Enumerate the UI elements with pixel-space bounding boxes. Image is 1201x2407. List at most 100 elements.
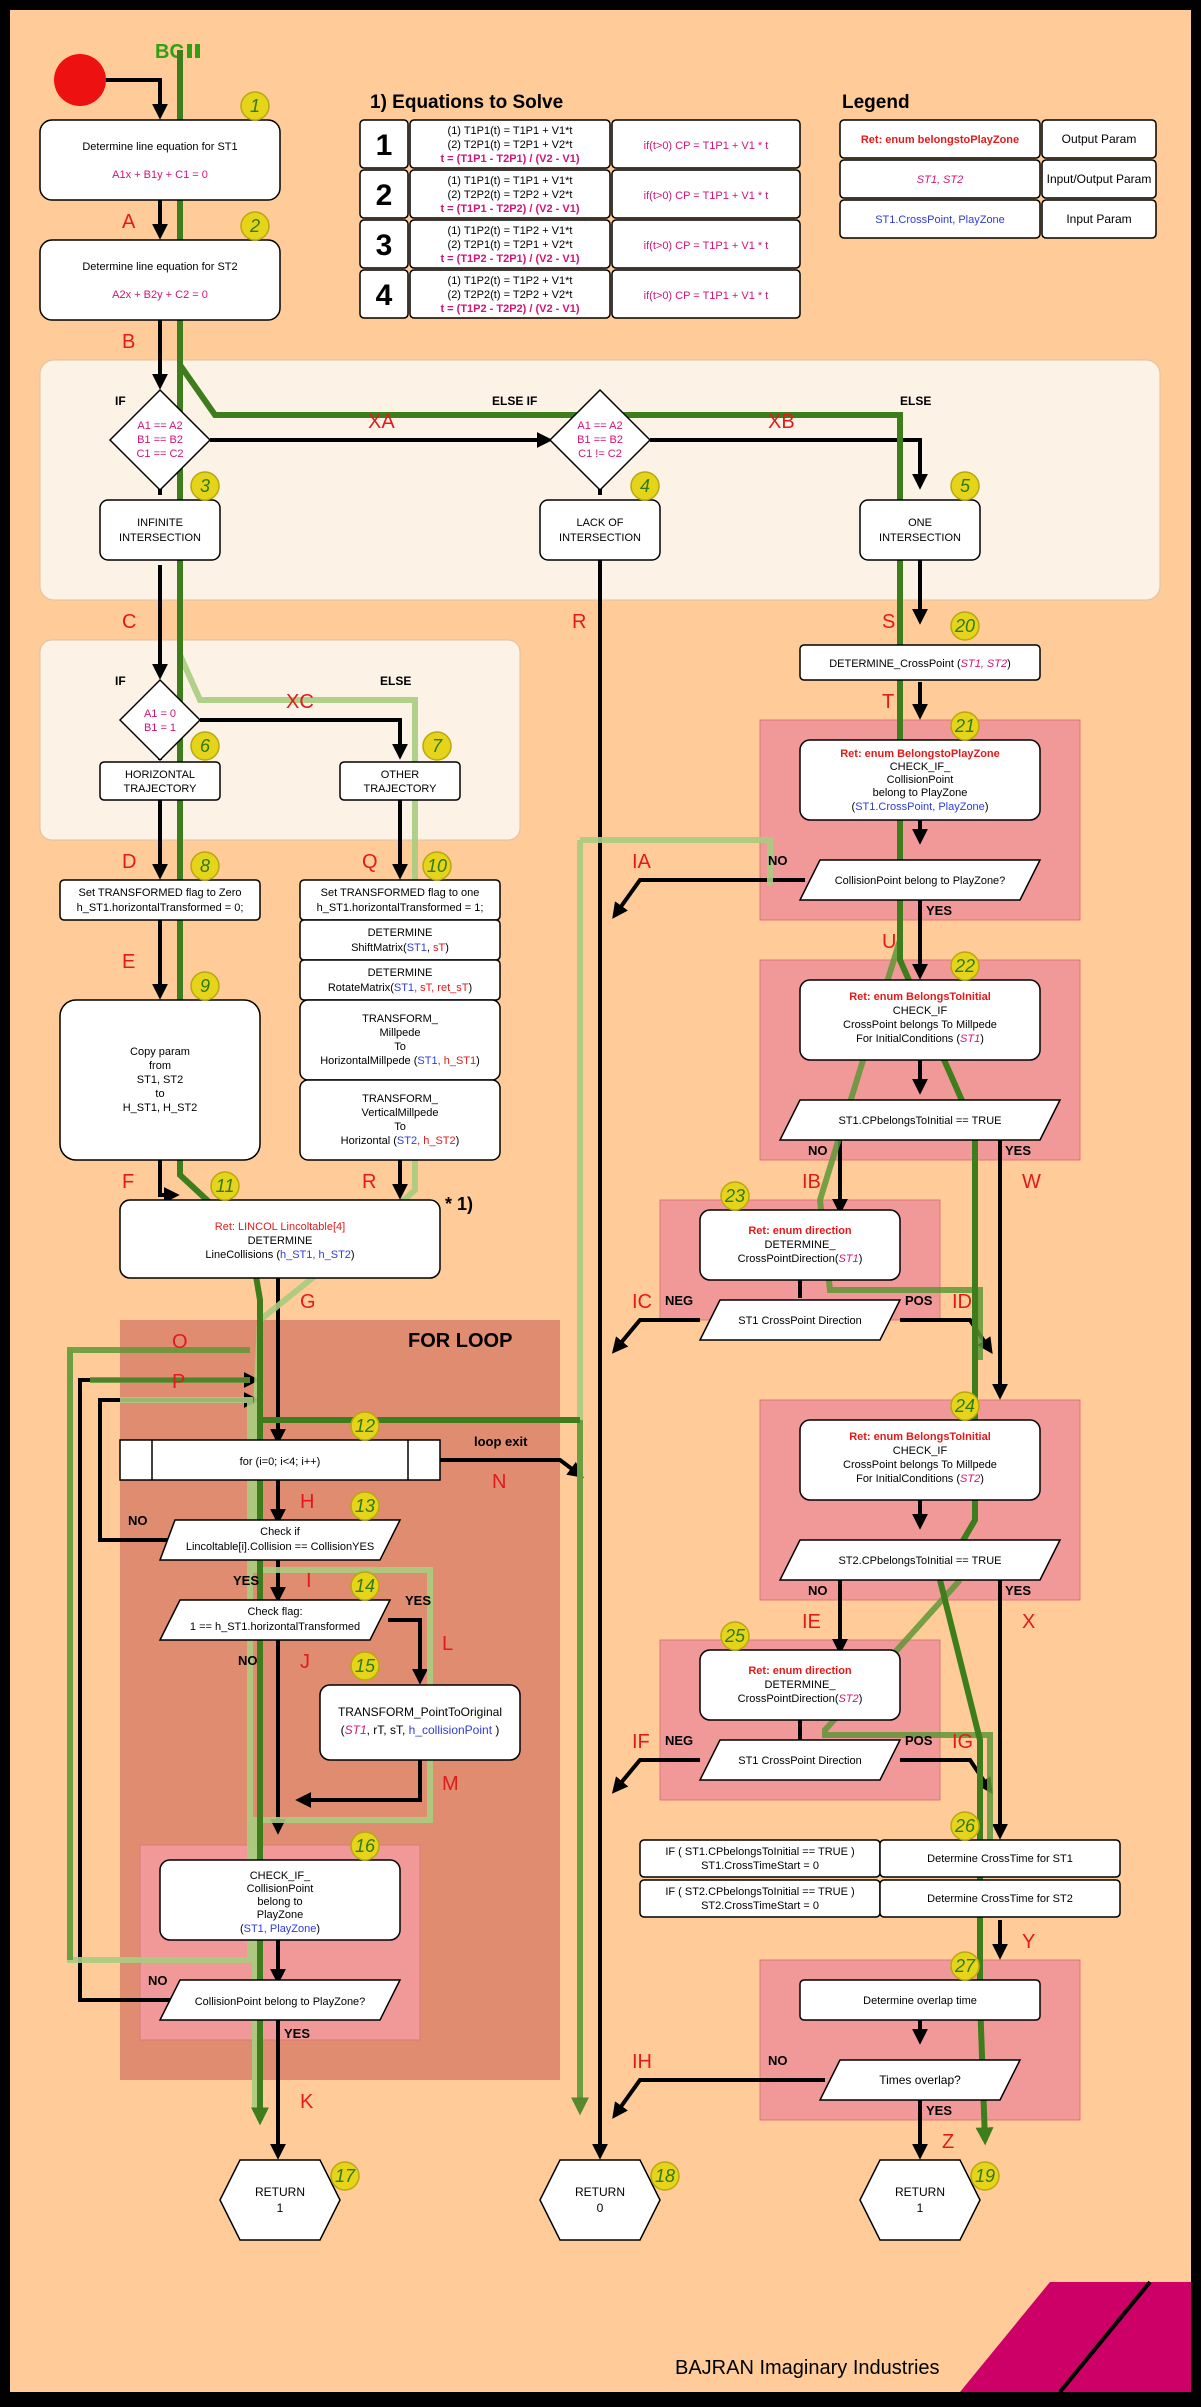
step-5-box[interactable] [859, 499, 981, 561]
step-3-box[interactable] [99, 499, 221, 561]
equation-number-2: 2 [376, 179, 393, 212]
step-20-a1: ST1, ST2 [961, 658, 1007, 670]
decision-22[interactable] [778, 1099, 1062, 1141]
step-9-box[interactable] [59, 999, 261, 1161]
decision-13[interactable] [158, 1519, 402, 1561]
return-19-l1: RETURN [895, 2185, 945, 2199]
step-badge-number: 22 [954, 956, 975, 976]
step-badge-3: 3 [190, 471, 220, 501]
branch-words: NO YES YES NO NO YES NO YES NO YES NEG P… [128, 853, 1031, 2118]
step-15-a2: , rT, sT, [367, 1723, 409, 1737]
return-19[interactable] [859, 2159, 981, 2241]
return-18[interactable] [539, 2159, 661, 2241]
step-21-box[interactable] [799, 739, 1041, 821]
decision-infinite[interactable] [108, 388, 212, 492]
step-badge-number: 24 [954, 1396, 975, 1416]
decision-23[interactable] [698, 1299, 902, 1341]
step-23-box[interactable] [699, 1209, 901, 1281]
step-25-fn: CrossPointDirection( [738, 1693, 839, 1705]
step-badge-circle [350, 1651, 380, 1681]
step-4-box[interactable] [539, 499, 661, 561]
step-badge-circle [422, 731, 452, 761]
start-node [54, 54, 106, 106]
return-19-l2: 1 [917, 2201, 924, 2215]
step-6-box[interactable] [99, 761, 221, 801]
decision-16[interactable] [158, 1979, 402, 2021]
transform-vertical-fn: Horizontal ( [341, 1135, 398, 1147]
step-badge-number: 3 [200, 476, 210, 496]
step-badge-circle [350, 1411, 380, 1441]
step-24-l2: CrossPoint belongs To Millpede [843, 1459, 997, 1471]
decision-25[interactable] [698, 1739, 902, 1781]
step-badge-21: 21 [950, 711, 980, 741]
decision-horizontal[interactable] [118, 678, 202, 762]
execution-paths [67, 50, 994, 2146]
step-15-box[interactable] [319, 1684, 521, 1761]
step-badge-number: 23 [724, 1186, 745, 1206]
decision-24[interactable] [778, 1539, 1062, 1581]
step-12-loop-box[interactable] [119, 1439, 441, 1481]
rotate-matrix-box[interactable] [299, 959, 501, 1001]
step-27-box[interactable] [799, 1979, 1041, 2021]
step-badge-number: 2 [249, 216, 260, 236]
decision-lack-l1: A1 == A2 [577, 420, 622, 432]
step-20-box[interactable] [799, 644, 1041, 681]
step-badge-number: 25 [724, 1626, 746, 1646]
step-badge-circle [950, 611, 980, 641]
decision-lack[interactable] [548, 388, 652, 492]
branch-25-pos: POS [905, 1733, 933, 1748]
edge-label-X: X [1022, 1611, 1035, 1633]
branch-23-neg: NEG [665, 1293, 693, 1308]
step-21-a1: ST1.CrossPoint, PlayZone [855, 801, 985, 813]
step-25-l2: CrossPointDirection(ST2) [738, 1693, 863, 1705]
equation-1-line-2: (2) T2P1(t) = T2P1 + V2*t [448, 139, 573, 151]
edge-label-D: D [122, 851, 136, 873]
step-25-box[interactable] [699, 1649, 901, 1721]
legend-desc-box-1 [1041, 119, 1157, 159]
legend: Ret: enum belongstoPlayZone Output Param… [839, 119, 1157, 239]
transform-vertical-box[interactable] [299, 1079, 501, 1161]
edge-label-H: H [300, 1491, 314, 1513]
decision-14[interactable] [158, 1599, 392, 1641]
edge-label-R-2: R [572, 611, 586, 633]
edge-label-XC: XC [286, 691, 314, 713]
step-8-box[interactable] [59, 879, 261, 921]
branch-23-pos: POS [905, 1293, 933, 1308]
step-badge-18: 18 [650, 2161, 680, 2191]
decision-27[interactable] [818, 2059, 1022, 2101]
equation-row-4: 4 (1) T1P2(t) = T1P2 + V1*t (2) T2P2(t) … [359, 269, 801, 319]
decision-horizontal-l2: B1 = 1 [144, 722, 176, 734]
step-26-crosstime-st1-text: Determine CrossTime for ST1 [927, 1853, 1073, 1865]
step-22-box[interactable] [799, 979, 1041, 1061]
step-badge-20: 20 [950, 611, 980, 641]
shift-matrix-box[interactable] [299, 919, 501, 961]
edge-label-IE: IE [802, 1611, 821, 1633]
transform-millpede-l4: HorizontalMillpede (ST1, h_ST1) [320, 1055, 480, 1067]
step-badge-circle [350, 1831, 380, 1861]
decision-21[interactable] [798, 859, 1042, 901]
step-badge-24: 24 [950, 1391, 980, 1421]
arrow-d27-no [612, 2078, 825, 2119]
equation-row-3: 3 (1) T1P2(t) = T1P2 + V1*t (2) T2P1(t) … [359, 219, 801, 269]
step-11-box[interactable] [119, 1199, 441, 1279]
step-6-l2: TRAJECTORY [124, 783, 198, 795]
step-10-box[interactable] [299, 879, 501, 921]
step-badge-circle [190, 731, 220, 761]
return-17[interactable] [219, 2159, 341, 2241]
step-24-box[interactable] [799, 1419, 1041, 1501]
step-7-box[interactable] [339, 761, 461, 801]
step-1-box[interactable] [39, 119, 281, 201]
decision-13-l1: Check if [260, 1526, 301, 1538]
step-26-crosstime-st1[interactable] [879, 1839, 1121, 1878]
equation-cp-3: if(t>0) CP = T1P1 + V1 * t [644, 240, 769, 252]
step-26-crosstime-st2[interactable] [879, 1879, 1121, 1918]
edge-label-B: B [122, 331, 135, 353]
step-2-box[interactable] [39, 239, 281, 321]
step-16-box[interactable] [159, 1859, 401, 1941]
step-1-title: Determine line equation for ST1 [82, 141, 237, 153]
transform-millpede-box[interactable] [299, 999, 501, 1081]
step-23-fn: CrossPointDirection( [738, 1253, 839, 1265]
step-badge-circle [630, 471, 660, 501]
step-15-a3: h_collisionPoint [409, 1723, 493, 1737]
